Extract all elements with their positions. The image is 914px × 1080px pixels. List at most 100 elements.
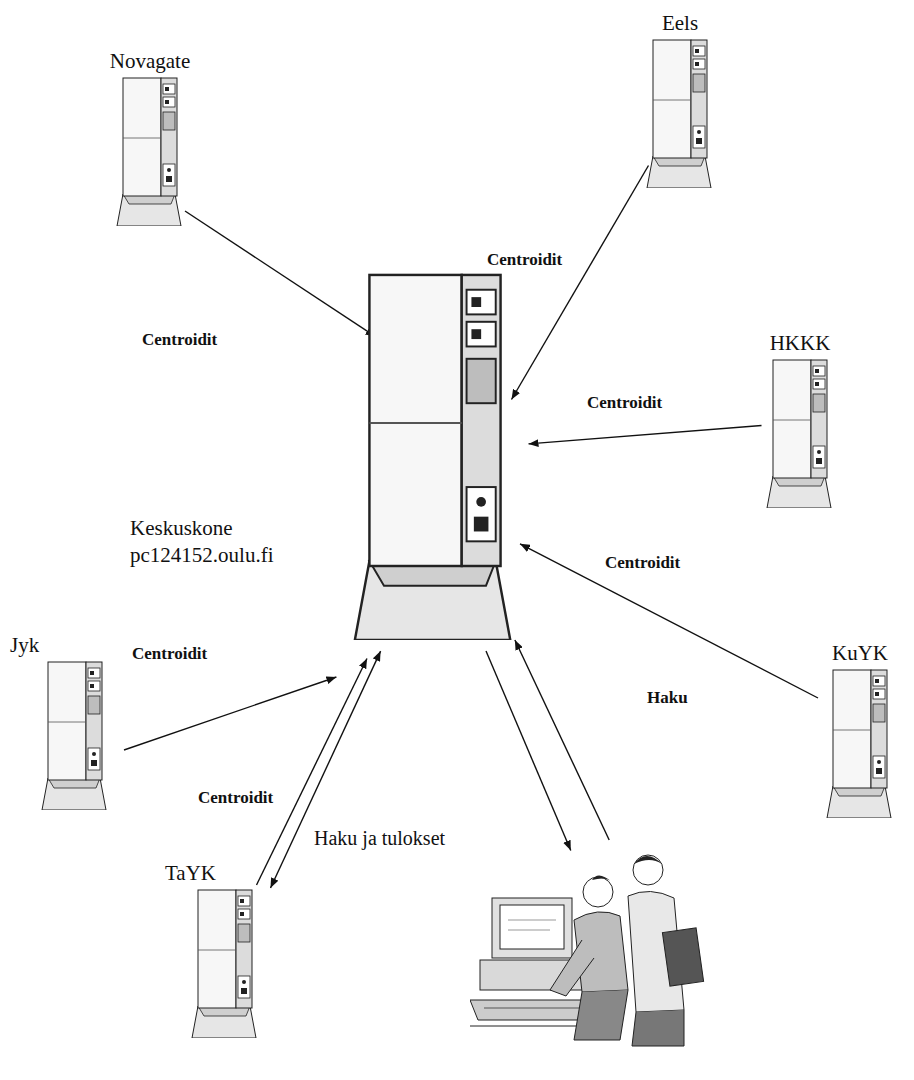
server-part (467, 322, 496, 347)
server-part (117, 194, 181, 226)
server-part (815, 382, 819, 386)
server-part (476, 497, 486, 507)
server-part (811, 360, 827, 478)
server-node: Novagate (80, 48, 220, 226)
users-part (662, 928, 703, 986)
server-part (355, 561, 510, 640)
users-part (508, 930, 550, 931)
server-icon (825, 668, 895, 818)
server-part (697, 130, 701, 134)
server-part (653, 40, 691, 158)
server-node: Keskuskone pc124152.oulu.fi (130, 270, 525, 645)
users-part (500, 905, 564, 949)
server-part (48, 662, 86, 780)
users-part (633, 855, 663, 885)
users-part (634, 856, 662, 864)
server-name: Eels (662, 10, 698, 36)
server-part (467, 359, 496, 403)
server-icon (190, 888, 260, 1038)
server-part (813, 446, 825, 468)
edge-label: Centroidit (485, 250, 564, 270)
server-part (90, 671, 94, 675)
users-part (508, 920, 556, 921)
server-icon (350, 270, 520, 640)
server-part (773, 360, 811, 478)
server-part (767, 476, 831, 508)
users-part (592, 875, 612, 882)
server-part (873, 689, 885, 699)
server-part (877, 760, 881, 764)
server-part (369, 275, 461, 566)
server-part (467, 290, 496, 315)
server-part (88, 681, 100, 691)
edge-label: Centroidit (130, 644, 209, 664)
arrow-connector (185, 211, 376, 337)
server-part (691, 40, 707, 158)
server-part (238, 896, 250, 906)
edge-label: Centroidit (585, 393, 664, 413)
server-part (161, 78, 177, 196)
server-part (92, 752, 96, 756)
server-part (88, 668, 100, 678)
server-part (238, 924, 250, 942)
server-name: KuYK (832, 640, 888, 666)
server-node: HKKK (730, 330, 870, 508)
users-part (574, 990, 628, 1040)
server-part (833, 730, 871, 731)
server-part (167, 168, 171, 172)
edge-label: Centroidit (603, 553, 682, 573)
server-part (813, 394, 825, 412)
edge-label: Haku (645, 688, 690, 708)
server-part (165, 100, 169, 104)
server-part (813, 366, 825, 376)
server-node: KuYK (815, 640, 905, 818)
server-part (647, 156, 711, 188)
server-part (242, 980, 246, 984)
server-part (474, 517, 489, 532)
server-part (90, 684, 94, 688)
users-part (484, 1008, 588, 1009)
arrow-connector (486, 651, 571, 850)
server-node: TaYK (165, 860, 275, 1038)
server-icon (765, 358, 835, 508)
server-part (163, 112, 175, 130)
server-part (88, 696, 100, 714)
server-part (817, 450, 821, 454)
server-part (833, 670, 871, 788)
server-part (467, 487, 496, 541)
users-part (550, 940, 594, 996)
server-part (198, 950, 236, 951)
server-part (696, 138, 702, 144)
server-icon (115, 76, 185, 226)
server-part (88, 748, 100, 770)
users-illustration (470, 840, 710, 1050)
server-part (813, 379, 825, 389)
server-part (693, 74, 705, 92)
server-part (693, 126, 705, 148)
server-part (238, 909, 250, 919)
server-part (163, 97, 175, 107)
server-part (192, 1006, 256, 1038)
server-part (873, 676, 885, 686)
server-part (163, 84, 175, 94)
server-part (695, 62, 699, 66)
server-part (695, 49, 699, 53)
users-part (492, 898, 572, 958)
server-part (238, 976, 250, 998)
server-part (166, 176, 172, 182)
server-part (369, 422, 461, 424)
server-part (693, 46, 705, 56)
arrow-connector (124, 677, 336, 750)
server-part (240, 912, 244, 916)
server-part (123, 138, 161, 139)
arrow-connector (512, 166, 649, 400)
arrow-connector (257, 659, 368, 886)
server-part (815, 369, 819, 373)
server-part (471, 329, 481, 339)
server-part (873, 704, 885, 722)
users-part (632, 1010, 684, 1046)
arrow-connector (271, 651, 381, 888)
server-part (873, 756, 885, 778)
users-node (470, 840, 710, 1050)
